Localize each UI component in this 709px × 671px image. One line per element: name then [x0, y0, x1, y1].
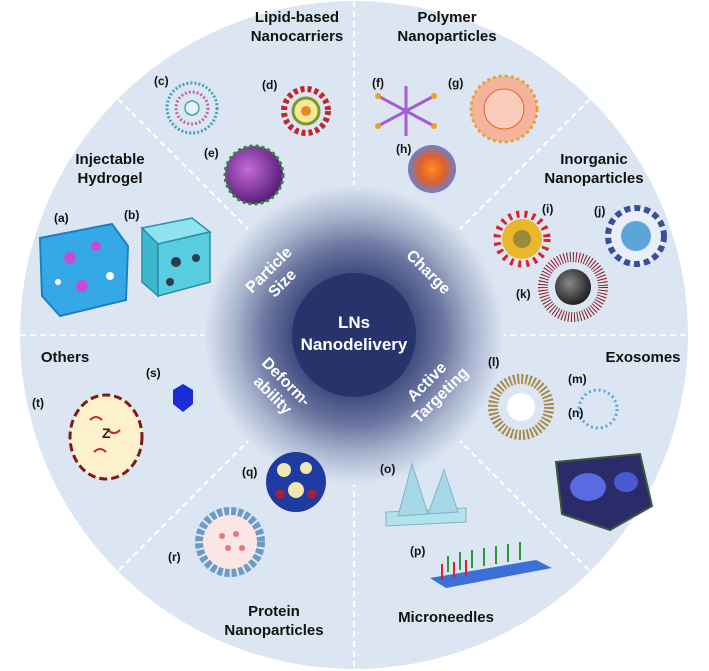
polymer-f: [375, 86, 437, 136]
panel-label-s: (s): [146, 366, 161, 380]
panel-label-m: (m): [568, 372, 587, 386]
sector-title-hydrogel: Injectable Hydrogel: [75, 151, 145, 187]
liposome-c: [165, 81, 219, 135]
sector-title-inorganic: Inorganic Nanoparticles: [544, 151, 644, 187]
nanocarrier-d: [281, 86, 331, 136]
panel-label-k: (k): [516, 287, 531, 301]
panel-label-l: (l): [488, 355, 500, 369]
panel-label-r: (r): [168, 550, 181, 564]
sector-title-protein: Protein Nanoparticles: [224, 603, 324, 639]
sector-title-polymer: Polymer Nanoparticles: [397, 9, 497, 45]
panel-label-q: (q): [242, 465, 258, 479]
svg-text:Z: Z: [102, 425, 111, 441]
protein-r: [195, 507, 265, 577]
nanocarrier-e: [223, 144, 285, 206]
microneedle-o: [385, 462, 467, 527]
panel-label-o: (o): [380, 462, 396, 476]
panel-label-p: (p): [410, 544, 426, 558]
inorganic-i: [493, 210, 551, 268]
sector-title-lipid: Lipid-based Nanocarriers: [250, 9, 344, 45]
sector-title-others: Others: [40, 349, 90, 366]
hub-core: [292, 273, 416, 397]
protein-q: [266, 452, 326, 512]
panel-label-n: (n): [568, 406, 584, 420]
microneedle-p: [430, 542, 552, 588]
others-t: Z: [68, 393, 144, 481]
exosome-l: [488, 374, 554, 440]
panel-label-a: (a): [54, 211, 69, 225]
polymer-h: [408, 145, 456, 193]
center-title: LNs Nanodelivery: [300, 313, 408, 354]
sector-title-exosomes: Exosomes: [605, 349, 681, 366]
panel-label-e: (e): [204, 146, 219, 160]
panel-label-c: (c): [154, 74, 169, 88]
others-s: [173, 384, 193, 412]
polymer-g: [469, 74, 539, 144]
panel-label-i: (i): [542, 202, 554, 216]
inorganic-k: [538, 252, 608, 322]
panel-label-g: (g): [448, 76, 464, 90]
panel-label-j: (j): [594, 204, 606, 218]
hydrogel-block-a: [38, 222, 130, 318]
sector-title-microneedles: Microneedles: [398, 609, 494, 626]
hydrogel-cube-b: [140, 217, 212, 298]
panel-label-t: (t): [32, 396, 44, 410]
panel-label-b: (b): [124, 208, 140, 222]
exosome-m: [577, 388, 619, 430]
panel-label-d: (d): [262, 78, 278, 92]
panel-label-h: (h): [396, 142, 412, 156]
panel-label-f: (f): [372, 76, 384, 90]
inorganic-j: [605, 205, 667, 267]
exosome-n: [554, 452, 654, 532]
